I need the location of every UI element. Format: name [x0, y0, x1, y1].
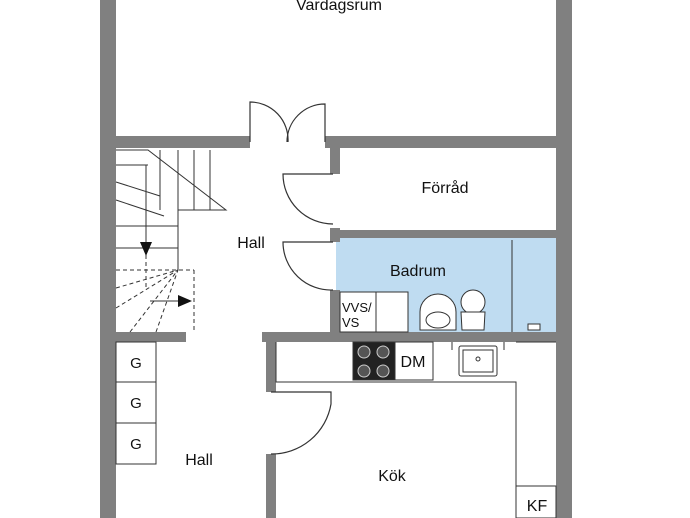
label-closet-g1: G: [130, 355, 142, 372]
room-label-badrum: Badrum: [390, 263, 446, 280]
sink-basin: [425, 311, 451, 329]
wall-badrum-left-lower: [330, 290, 340, 334]
burner: [357, 364, 371, 378]
wall-outer-right: [556, 0, 572, 518]
label-vvs-line2: VS: [342, 315, 360, 330]
stair-line: [115, 199, 165, 217]
room-label-vardagsrum: Vardagsrum: [296, 0, 382, 14]
shower-mixer-icon: [527, 323, 541, 331]
toilet-bowl-icon: [460, 311, 486, 331]
label-kf: KF: [527, 498, 548, 515]
wall-forrad-left: [330, 148, 340, 174]
room-label-forrad: Förråd: [421, 179, 468, 197]
toilet-tank-icon: [460, 289, 486, 315]
wall-kitchen-left-lower: [266, 454, 276, 518]
stair-dash: [155, 269, 179, 333]
wall-badrum-left: [330, 228, 340, 242]
closets: [115, 341, 157, 465]
stair-arrow-right-icon: [178, 295, 192, 307]
stairs-upper-outline: [116, 149, 228, 270]
room-label-hall-lower: Hall: [185, 452, 213, 469]
door-vardagsrum-left: [249, 101, 289, 143]
wall-kitchen-left-upper: [266, 342, 276, 392]
room-label-kok: Kök: [378, 468, 407, 485]
wall-vardagsrum-left: [100, 136, 250, 148]
door-badrum: [282, 241, 334, 291]
stair-dash: [115, 269, 179, 309]
closet-box: [115, 341, 157, 465]
vvs-cabinet: [339, 291, 409, 333]
burner: [357, 345, 371, 359]
dishwasher-box: [394, 341, 434, 381]
walls: [100, 0, 572, 518]
kitchen-counter: [275, 342, 517, 518]
kitchen-fixtures: [275, 341, 557, 518]
door-kok: [270, 391, 332, 455]
stair-arrow-down-icon: [140, 242, 152, 256]
stair-dash: [129, 269, 179, 333]
room-label-hall-upper: Hall: [237, 235, 265, 252]
stairs-lower-dashed: [115, 248, 195, 333]
burner: [376, 345, 390, 359]
label-closet-g2: G: [130, 395, 142, 412]
doors: [249, 101, 334, 455]
wall-kitchen-top: [262, 332, 572, 342]
door-vardagsrum-right: [286, 103, 326, 143]
stair-line: [115, 181, 161, 197]
fridge-box: [515, 485, 557, 518]
faucet-icon: [451, 342, 505, 350]
wall-vardagsrum-right: [325, 136, 572, 148]
wall-stairs-bottom: [100, 332, 186, 342]
stairs: [115, 149, 228, 333]
label-closet-g3: G: [130, 436, 142, 453]
drain: [475, 356, 481, 362]
burner: [376, 364, 390, 378]
wall-forrad-badrum: [336, 230, 572, 238]
wall-outer-left: [100, 0, 116, 518]
door-forrad: [282, 173, 334, 225]
label-dm: DM: [401, 354, 426, 371]
bathroom-fixtures: [339, 240, 541, 333]
label-vvs-line1: VVS/: [342, 300, 372, 315]
stair-dash: [115, 269, 179, 289]
